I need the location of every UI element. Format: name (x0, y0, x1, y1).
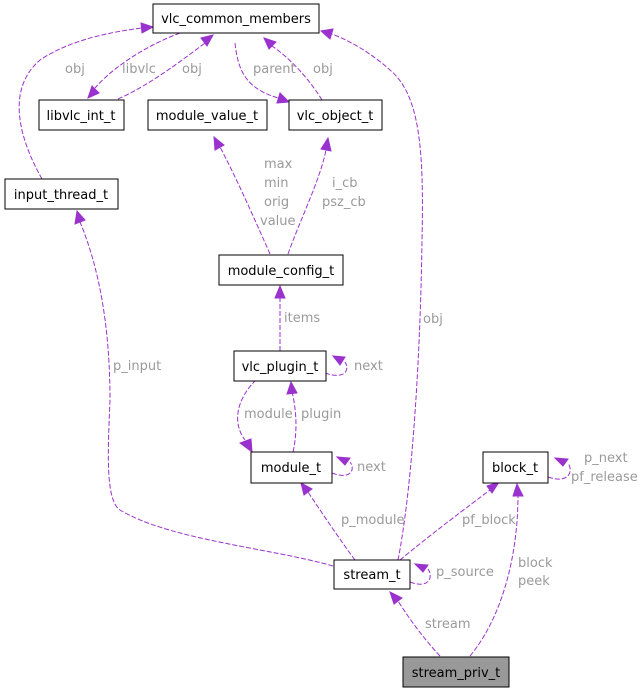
node-label: module_config_t (228, 264, 335, 279)
edge-label: obj (65, 62, 85, 77)
edge-label: obj (423, 312, 443, 327)
node-label: libvlc_int_t (47, 109, 116, 124)
edge-module-module (237, 379, 257, 454)
edge-module-plugin (286, 380, 298, 453)
edge-plugin-items (274, 284, 286, 351)
edge-label: p_module (341, 513, 404, 528)
edge-stream-p-input (74, 209, 334, 567)
edge-label: parent (253, 62, 296, 77)
edge-label: next (354, 359, 383, 374)
edge-label: min (264, 176, 289, 191)
edge-label: peek (518, 574, 550, 589)
edge-label: obj (182, 62, 202, 77)
node-module-value-t[interactable]: module_value_t (147, 99, 268, 131)
edge-label: libvlc (122, 62, 156, 77)
node-vlc-plugin-t[interactable]: vlc_plugin_t (233, 350, 327, 382)
edge-vlc-object-parent (234, 42, 291, 104)
edge-label: stream (425, 617, 471, 632)
edge-label: max (264, 157, 293, 172)
edge-label: next (357, 460, 386, 475)
node-label: input_thread_t (14, 188, 108, 203)
node-stream-t[interactable]: stream_t (333, 559, 411, 590)
edge-label: module (244, 407, 293, 422)
edge-label: value (260, 214, 296, 229)
node-libvlc-int-t[interactable]: libvlc_int_t (38, 99, 125, 131)
edge-libvlc-to-vlc-common-members (87, 32, 181, 99)
edge-stream-obj (319, 28, 423, 561)
node-label: vlc_object_t (297, 109, 374, 124)
edge-stream-p-source (409, 563, 431, 585)
edge-input-thread-obj (18, 22, 155, 180)
edge-libvlc-obj (117, 34, 214, 100)
node-label: vlc_common_members (161, 12, 311, 27)
edge-label: i_cb (332, 176, 358, 191)
edge-label: psz_cb (322, 195, 366, 210)
edge-label: items (284, 311, 320, 326)
edge-stream-p-module (300, 482, 356, 561)
edge-vlc-object-obj (263, 37, 323, 101)
edge-label: orig (264, 195, 289, 210)
node-stream-priv-t[interactable]: stream_priv_t (402, 656, 510, 688)
edge-priv-block (469, 482, 524, 657)
edge-config-to-module-value (213, 135, 271, 255)
edge-label: p_next (584, 451, 628, 466)
node-label: stream_t (343, 568, 400, 583)
node-label: block_t (492, 461, 538, 476)
edge-module-next (331, 456, 353, 476)
node-label: vlc_plugin_t (242, 360, 319, 375)
node-label: module_t (261, 461, 321, 476)
node-label: stream_priv_t (412, 666, 501, 681)
edge-priv-stream (389, 591, 441, 657)
edge-plugin-next (324, 355, 348, 376)
node-module-t[interactable]: module_t (250, 451, 333, 484)
edge-label: obj (313, 62, 333, 77)
node-label: module_value_t (156, 109, 258, 124)
edge-label: p_input (113, 359, 161, 374)
edge-label: p_source (436, 565, 494, 580)
node-module-config-t[interactable]: module_config_t (218, 254, 344, 286)
edge-config-to-vlc-object (287, 136, 332, 255)
edge-label: plugin (301, 407, 341, 422)
node-vlc-object-t[interactable]: vlc_object_t (288, 99, 383, 131)
node-input-thread-t[interactable]: input_thread_t (4, 178, 119, 210)
edge-label: pf_block (462, 513, 516, 528)
edge-label: block (518, 556, 553, 571)
node-vlc-common-members[interactable]: vlc_common_members (152, 3, 320, 34)
edge-block-self (547, 457, 571, 480)
edge-label: pf_release (571, 470, 638, 485)
edge-stream-pf-block (399, 481, 501, 561)
node-block-t[interactable]: block_t (482, 451, 549, 484)
